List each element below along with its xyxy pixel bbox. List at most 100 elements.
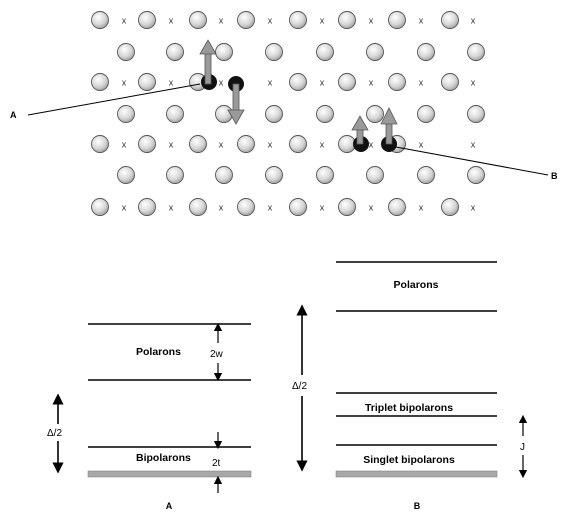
energy-panel-b: Polarons Triplet bipolarons Singlet bipo…: [292, 261, 528, 511]
ion-site: [215, 166, 233, 184]
interstitial-marker: x: [419, 78, 424, 88]
spin-up-arrow-icon: [380, 107, 398, 145]
pointer-line-b: [395, 146, 549, 176]
ion-site: [166, 166, 184, 184]
ion-site: [467, 43, 485, 61]
interstitial-marker: x: [369, 16, 374, 26]
gap-label: Δ/2: [292, 381, 307, 392]
interstitial-marker: x: [369, 203, 374, 213]
ion-site: [316, 105, 334, 123]
interstitial-marker: x: [320, 16, 325, 26]
ion-site: [289, 11, 307, 29]
ion-site: [338, 73, 356, 91]
interstitial-marker: x: [122, 16, 127, 26]
interstitial-marker: x: [320, 140, 325, 150]
ion-site: [366, 166, 384, 184]
interstitial-marker: x: [471, 203, 476, 213]
ion-site: [138, 11, 156, 29]
spin-up-arrow-icon: [199, 39, 217, 85]
ion-site: [265, 105, 283, 123]
ion-site: [138, 73, 156, 91]
ion-site: [91, 11, 109, 29]
ion-site: [338, 198, 356, 216]
ion-site: [117, 43, 135, 61]
interstitial-marker: x: [268, 140, 273, 150]
ion-site: [316, 166, 334, 184]
interstitial-marker: x: [268, 16, 273, 26]
width-label: 2w: [210, 349, 224, 360]
interstitial-marker: x: [471, 78, 476, 88]
ion-site: [338, 11, 356, 29]
spin-up-arrow-icon: [351, 115, 369, 145]
interstitial-marker: x: [320, 203, 325, 213]
polarons-label: Polarons: [136, 346, 181, 358]
polarons-label: Polarons: [394, 279, 439, 291]
ion-site: [388, 11, 406, 29]
interstitial-marker: x: [219, 140, 224, 150]
panel-a-caption: A: [166, 501, 173, 511]
ion-site: [366, 105, 384, 123]
label-b: B: [551, 171, 558, 181]
ion-site: [91, 198, 109, 216]
ion-site: [91, 135, 109, 153]
gap-label: Δ/2: [47, 428, 62, 439]
ion-site: [338, 135, 356, 153]
interstitial-marker: x: [419, 203, 424, 213]
interstitial-marker: x: [369, 140, 374, 150]
interstitial-marker: x: [169, 140, 174, 150]
interstitial-marker: x: [419, 16, 424, 26]
interstitial-marker: x: [419, 140, 424, 150]
label-a: A: [10, 110, 17, 120]
ion-site: [265, 43, 283, 61]
ion-site: [117, 166, 135, 184]
interstitial-marker: x: [122, 203, 127, 213]
ion-site: [441, 198, 459, 216]
ion-site: [237, 135, 255, 153]
ion-site: [189, 135, 207, 153]
bipolaron-pair-b: [351, 107, 398, 152]
energy-panel-a: Polarons Bipolarons 2w 2t Δ/2 A: [47, 322, 252, 511]
ion-site: [166, 43, 184, 61]
ion-site: [417, 43, 435, 61]
interstitial-marker: x: [219, 203, 224, 213]
ion-site: [189, 11, 207, 29]
ion-site: [117, 105, 135, 123]
ion-site: [237, 11, 255, 29]
ion-site: [289, 198, 307, 216]
ion-site: [138, 198, 156, 216]
hopping-label: 2t: [212, 458, 221, 469]
ion-site: [388, 73, 406, 91]
interstitial-marker: x: [268, 78, 273, 88]
ion-site: [138, 135, 156, 153]
interstitial-marker: x: [268, 203, 273, 213]
ion-site: [417, 166, 435, 184]
ion-site: [166, 105, 184, 123]
ion-site: [441, 73, 459, 91]
ion-site: [316, 43, 334, 61]
interstitial-marker: x: [169, 78, 174, 88]
ion-site: [189, 198, 207, 216]
interstitial-marker: x: [169, 203, 174, 213]
ion-site: [467, 166, 485, 184]
ion-site: [467, 105, 485, 123]
interstitial-marker: x: [219, 78, 224, 88]
interstitial-marker: x: [169, 16, 174, 26]
bipolaron-ground-band: [87, 470, 252, 478]
ion-site: [388, 198, 406, 216]
interstitial-marker: x: [219, 16, 224, 26]
spin-down-arrow-icon: [227, 83, 245, 125]
bipolarons-label: Bipolarons: [136, 452, 191, 464]
ion-site: [417, 105, 435, 123]
exchange-label: J: [520, 442, 525, 453]
panel-b-caption: B: [414, 501, 421, 511]
interstitial-marker: x: [369, 78, 374, 88]
interstitial-marker: x: [320, 78, 325, 88]
interstitial-marker: x: [471, 140, 476, 150]
ion-site: [91, 73, 109, 91]
pointer-line-a: [27, 83, 201, 116]
ion-site: [289, 135, 307, 153]
ion-site: [366, 43, 384, 61]
singlet-label: Singlet bipolarons: [363, 454, 455, 466]
